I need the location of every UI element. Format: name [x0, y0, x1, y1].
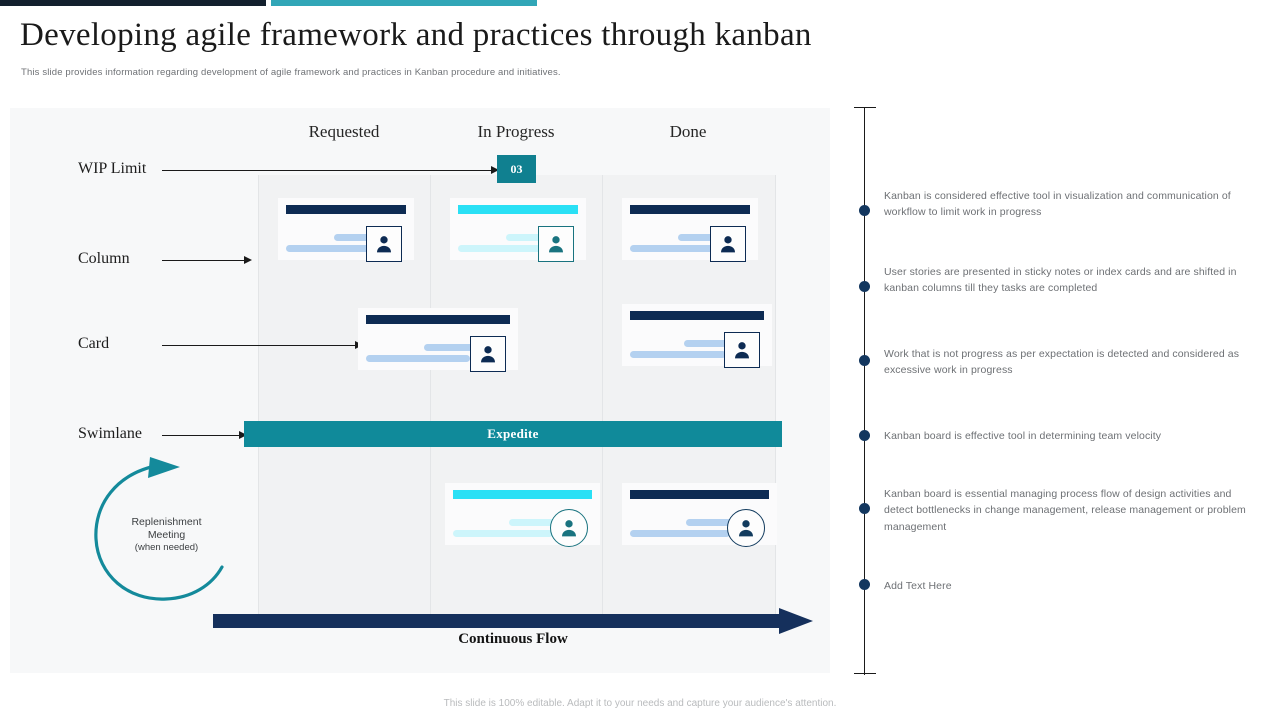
pointer-arrow-card-line: [162, 345, 356, 346]
pointer-arrow-swimlane-line: [162, 435, 240, 436]
column-header-requested: Requested: [308, 122, 380, 141]
kanban-card[interactable]: [445, 483, 600, 547]
card-header-bar: [458, 205, 578, 214]
timeline-cap-top: [854, 107, 876, 109]
avatar: [727, 509, 765, 547]
timeline-dot: [859, 281, 870, 292]
continuous-flow-arrow-icon: [213, 608, 813, 634]
card-text-line: [506, 234, 560, 241]
person-icon: [549, 236, 563, 253]
timeline-dot: [859, 503, 870, 514]
card-header-bar: [630, 490, 769, 499]
card-text-line: [458, 245, 545, 252]
replenishment-meeting-label: Replenishment Meeting (when needed): [104, 516, 229, 554]
card-header-bar: [630, 311, 764, 320]
avatar: [538, 226, 574, 262]
person-icon: [562, 520, 576, 537]
pointer-arrow-wip-limit-line: [162, 170, 492, 171]
card-body: [630, 326, 764, 368]
kanban-card[interactable]: [622, 198, 758, 262]
timeline-axis: [845, 100, 885, 680]
person-icon: [739, 520, 753, 537]
pointer-arrow-column-head: [244, 256, 252, 264]
kanban-board-panel: Requested In Progress Done WIP Limit Col…: [10, 108, 830, 673]
wip-limit-badge: 03: [497, 155, 536, 183]
card-body: [458, 220, 578, 262]
card-text-line: [286, 245, 373, 252]
person-icon: [377, 236, 391, 253]
card-text-line: [630, 351, 727, 358]
timeline-cap-bottom: [854, 673, 876, 675]
kanban-card[interactable]: [622, 483, 777, 547]
row-label-column: Column: [78, 250, 130, 267]
card-header-bar: [630, 205, 750, 214]
card-text-line: [334, 234, 388, 241]
pointer-arrow-wip-limit-head: [491, 166, 499, 174]
timeline-bullet-text: Add Text Here: [884, 580, 952, 592]
continuous-flow-label: Continuous Flow: [458, 631, 568, 647]
swimlane-expedite: Expedite: [244, 421, 782, 447]
avatar: [724, 332, 760, 368]
timeline-bullet-text: Kanban board is effective tool in determ…: [884, 430, 1162, 442]
replenishment-meeting-arrow-icon: [94, 457, 224, 601]
row-label-swimlane: Swimlane: [78, 425, 142, 442]
kanban-card[interactable]: [278, 198, 414, 262]
card-body: [630, 220, 750, 262]
page-title: Developing agile framework and practices…: [20, 17, 812, 53]
avatar: [366, 226, 402, 262]
kanban-card[interactable]: [450, 198, 586, 262]
page-subtitle: This slide provides information regardin…: [21, 67, 561, 78]
kanban-card[interactable]: [622, 304, 772, 368]
column-header-inprogress: In Progress: [477, 122, 555, 141]
card-text-line: [423, 344, 489, 351]
timeline-dot: [859, 355, 870, 366]
person-icon: [735, 342, 749, 359]
card-body: [366, 330, 510, 372]
card-header-bar: [453, 490, 592, 499]
column-header-done: Done: [669, 122, 707, 141]
card-text-line: [366, 355, 470, 362]
card-text-line: [630, 530, 731, 537]
pointer-arrow-swimlane-head: [239, 431, 247, 439]
timeline-dot: [859, 430, 870, 441]
footer-note: This slide is 100% editable. Adapt it to…: [443, 698, 837, 709]
card-text-line: [630, 245, 717, 252]
timeline-dot: [859, 205, 870, 216]
avatar: [550, 509, 588, 547]
timeline-bullet-text: User stories are presented in sticky not…: [884, 266, 1237, 295]
topbar-accent-teal: [271, 0, 537, 6]
pointer-arrow-column-line: [162, 260, 245, 261]
person-icon: [481, 346, 495, 363]
row-label-card: Card: [78, 335, 110, 352]
avatar: [470, 336, 506, 372]
timeline-dot: [859, 579, 870, 590]
timeline-vertical-line: [864, 108, 866, 675]
card-body: [286, 220, 406, 262]
card-header-bar: [366, 315, 510, 324]
timeline-bullet-text: Kanban board is essential managing proce…: [884, 488, 1246, 533]
card-body: [453, 505, 592, 547]
timeline-bullet-text: Work that is not progress as per expecta…: [884, 348, 1240, 377]
card-text-line: [453, 530, 554, 537]
replenishment-line-3: (when needed): [134, 542, 199, 554]
card-header-bar: [286, 205, 406, 214]
avatar: [710, 226, 746, 262]
topbar-accent-dark: [0, 0, 266, 6]
timeline-bullet-text: Kanban is considered effective tool in v…: [884, 190, 1231, 219]
card-text-line: [678, 234, 732, 241]
row-label-wip-limit: WIP Limit: [78, 160, 147, 177]
person-icon: [721, 236, 735, 253]
card-text-line: [685, 519, 749, 526]
card-body: [630, 505, 769, 547]
card-text-line: [508, 519, 572, 526]
replenishment-line-2: Meeting: [147, 529, 186, 542]
kanban-card[interactable]: [358, 308, 518, 372]
replenishment-line-1: Replenishment: [131, 516, 202, 528]
card-text-line: [683, 340, 744, 347]
